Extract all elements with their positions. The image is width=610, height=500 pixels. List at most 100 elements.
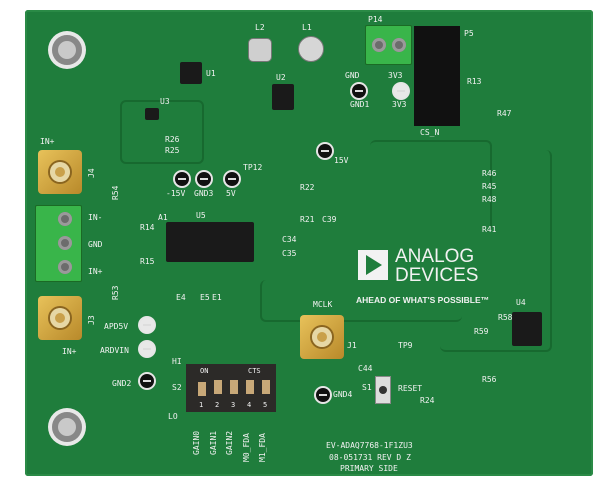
j3-ref: J3: [87, 315, 96, 325]
ref-label: E5: [200, 293, 210, 302]
mclk-label: MCLK: [313, 300, 333, 309]
ref-label: C44: [358, 364, 373, 373]
pcb-board: [25, 10, 593, 476]
ref-label: R15: [140, 257, 155, 266]
dip-on-label: ON: [200, 367, 209, 375]
ref-label: R13: [467, 77, 482, 86]
dip-number: 4: [247, 401, 252, 409]
tp-label: 3V3: [392, 100, 407, 109]
brand-name-line2: DEVICES: [395, 265, 479, 286]
mounting-hole: [52, 412, 82, 442]
tp-gnd1[interactable]: [352, 84, 366, 98]
input-terminal-block[interactable]: [35, 205, 82, 282]
dip-label-gain0: GAIN0: [192, 430, 201, 455]
ref-label: U1: [206, 69, 216, 78]
ref-label: L2: [255, 23, 265, 32]
ref-label: U5: [196, 211, 206, 220]
ref-label: R54: [111, 185, 120, 200]
ref-label: R46: [482, 169, 497, 178]
ref-label: R56: [482, 375, 497, 384]
trace: [370, 140, 492, 232]
ref-label: C34: [282, 235, 297, 244]
ref-label: R25: [165, 146, 180, 155]
brand-tagline: AHEAD OF WHAT'S POSSIBLE™: [356, 295, 490, 305]
gain-dip-switch[interactable]: ON CTS 1 2 3 4 5: [186, 364, 276, 412]
dip-label-m0-fda: M0_FDA: [242, 433, 251, 462]
tp-m15v[interactable]: [175, 172, 189, 186]
tp-apd5v[interactable]: [140, 318, 154, 332]
ref-label: U2: [276, 73, 286, 82]
tp-gnd3[interactable]: [197, 172, 211, 186]
tp-5v[interactable]: [225, 172, 239, 186]
inductor-l2: [248, 38, 272, 62]
j3-sma-connector[interactable]: [38, 296, 82, 340]
ref-label: L1: [302, 23, 312, 32]
dip-number: 2: [215, 401, 220, 409]
screw-icon: [372, 38, 386, 52]
power-terminal-block[interactable]: [365, 25, 412, 65]
j1-mclk-sma-connector[interactable]: [300, 315, 344, 359]
tp-label: GND4: [333, 390, 353, 399]
ref-label: J1: [347, 341, 357, 350]
dip-label-m1-fda: M1_FDA: [258, 433, 267, 462]
tp-label: ARDVIN: [100, 346, 129, 355]
dip-toggle-4[interactable]: [246, 380, 254, 394]
tp-label: GND1: [350, 100, 370, 109]
dip-number: 1: [199, 401, 204, 409]
button-cap-icon: [379, 386, 387, 394]
tp-gnd4[interactable]: [316, 388, 330, 402]
dip-number: 5: [263, 401, 268, 409]
terminal-label: GND: [345, 71, 360, 80]
trace: [260, 280, 462, 322]
ref-label: P14: [368, 15, 383, 24]
tp-label: 15V: [334, 156, 349, 165]
j4-sma-connector[interactable]: [38, 150, 82, 194]
terminal-label: IN-: [88, 213, 103, 222]
dip-label-gain2: GAIN2: [225, 430, 234, 455]
board-side: PRIMARY SIDE: [340, 464, 398, 473]
ref-label: R41: [482, 225, 497, 234]
p5-header[interactable]: [414, 26, 460, 126]
reset-button[interactable]: [375, 376, 391, 404]
ref-label: C39: [322, 215, 337, 224]
brand-name-line1: ANALOG: [395, 246, 475, 267]
dip-toggle-3[interactable]: [230, 380, 238, 394]
ref-label: R21: [300, 215, 315, 224]
terminal-label: IN+: [88, 267, 103, 276]
ref-label: R26: [165, 135, 180, 144]
dip-toggle-1[interactable]: [198, 382, 206, 396]
dip-toggle-5[interactable]: [262, 380, 270, 394]
screw-icon: [58, 212, 72, 226]
dip-cts-label: CTS: [248, 367, 261, 375]
terminal-label: GND: [88, 240, 103, 249]
tp-ardvin[interactable]: [140, 342, 154, 356]
tp-3v3[interactable]: [394, 84, 408, 98]
reset-label: RESET: [398, 384, 423, 393]
ref-label: E1: [212, 293, 222, 302]
switch-lo-label: LO: [168, 412, 178, 421]
inductor-l1: [298, 36, 324, 62]
ref-label: P5: [464, 29, 474, 38]
board-model: EV-ADAQ7768-1F1ZU3: [326, 441, 413, 450]
tp-15v[interactable]: [318, 144, 332, 158]
chip-u4: [512, 312, 542, 346]
dip-toggle-2[interactable]: [214, 380, 222, 394]
j4-label: IN+: [40, 137, 55, 146]
tp-label: GND3: [194, 189, 214, 198]
ref-label: U4: [516, 298, 526, 307]
ref-label: U3: [160, 97, 170, 106]
ref-label: R14: [140, 223, 155, 232]
ref-label: CS_N: [420, 128, 440, 137]
j3-label: IN+: [62, 347, 77, 356]
tp-gnd2[interactable]: [140, 374, 154, 388]
switch-ref: S2: [172, 383, 182, 392]
ref-label: S1: [362, 383, 372, 392]
tp-label: 5V: [226, 189, 236, 198]
chip-u2: [272, 84, 294, 110]
ref-label: R45: [482, 182, 497, 191]
tp-label: GND2: [112, 379, 132, 388]
trace: [120, 100, 204, 164]
tp-label: TP9: [398, 341, 413, 350]
ref-label: R47: [497, 109, 512, 118]
tp-label: TP12: [243, 163, 263, 172]
